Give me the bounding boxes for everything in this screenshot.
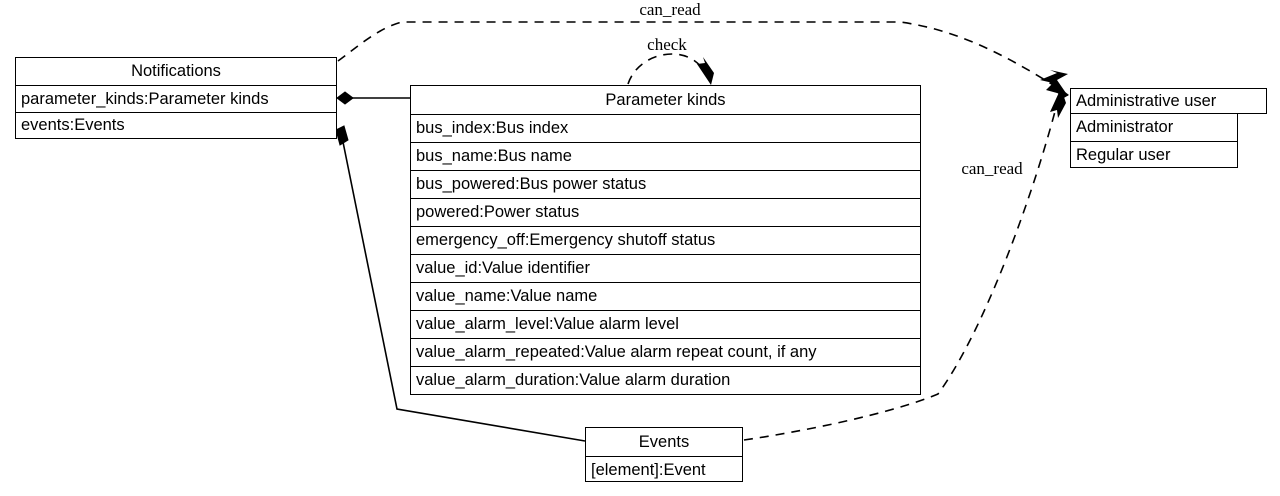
class-title-notifications: Notifications bbox=[131, 62, 221, 81]
class-attribute-row: value_name:Value name bbox=[411, 282, 920, 310]
class-attribute-row: powered:Power status bbox=[411, 198, 920, 226]
class-title-administrative-user: Administrative user bbox=[1076, 91, 1217, 110]
edge-label-can-read-top: can_read bbox=[639, 0, 701, 19]
edge-label-can-read-bottom: can_read bbox=[961, 159, 1023, 178]
class-box-events[interactable]: Events [element]:Event bbox=[585, 427, 743, 482]
arrowhead-can-read-admin-top-stem bbox=[1047, 78, 1069, 99]
class-attribute-row: emergency_off:Emergency shutoff status bbox=[411, 226, 920, 254]
arrowhead-can-read-admin-bottom bbox=[1050, 88, 1066, 118]
class-title-events: Events bbox=[638, 432, 690, 451]
class-box-administrative-user[interactable]: Administrative user bbox=[1070, 88, 1267, 114]
enum-values-administrative-user[interactable]: Administrator Regular user bbox=[1070, 114, 1238, 168]
class-attribute-row: bus_name:Bus name bbox=[411, 142, 920, 170]
edge-label-check: check bbox=[647, 35, 687, 54]
edge-events-can-read-admin bbox=[743, 99, 1059, 441]
class-attribute-row: value_alarm_repeated:Value alarm repeat … bbox=[411, 338, 920, 366]
class-attribute-row: value_alarm_duration:Value alarm duratio… bbox=[411, 366, 920, 394]
class-attribute-row: bus_powered:Bus power status bbox=[411, 170, 920, 198]
class-title-parameter-kinds: Parameter kinds bbox=[605, 90, 726, 109]
class-attribute-row: bus_index:Bus index bbox=[411, 114, 920, 142]
diamond-composition-parameter-kinds bbox=[336, 91, 354, 105]
class-box-parameter-kinds[interactable]: Parameter kinds bus_index:Bus index bus_… bbox=[410, 85, 921, 395]
enum-value-row: Regular user bbox=[1071, 141, 1237, 168]
edge-parameter-kinds-check-self bbox=[627, 53, 709, 85]
edge-notifications-composition-events bbox=[342, 141, 586, 442]
class-attribute-row: value_alarm_level:Value alarm level bbox=[411, 310, 920, 338]
enum-value-row: Administrator bbox=[1076, 118, 1174, 137]
class-box-notifications[interactable]: Notifications parameter_kinds:Parameter … bbox=[15, 57, 337, 139]
class-attribute-row: value_id:Value identifier bbox=[411, 254, 920, 282]
arrowhead-check bbox=[697, 57, 714, 85]
class-attribute-row: events:Events bbox=[16, 112, 336, 138]
edge-notifications-can-read-admin bbox=[337, 21, 1059, 89]
diamond-composition-events bbox=[335, 125, 349, 146]
class-attribute-row: parameter_kinds:Parameter kinds bbox=[16, 85, 336, 112]
class-attribute-row: [element]:Event bbox=[586, 456, 742, 483]
